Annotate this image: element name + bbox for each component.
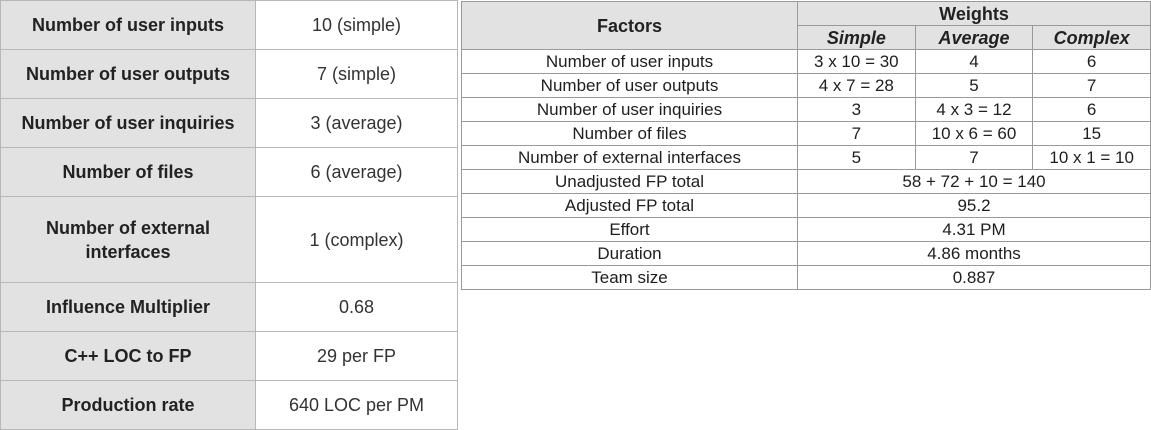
- summary-row: Effort 4.31 PM: [461, 217, 1151, 242]
- parameters-table: Number of user inputs 10 (simple) Number…: [0, 0, 458, 430]
- average-cell: 7: [914, 145, 1034, 170]
- estimation-table: Factors Weights Simple Average Complex N…: [461, 1, 1151, 290]
- factor-cell: Number of user outputs: [461, 73, 798, 98]
- param-name: Number of external interfaces: [0, 196, 256, 283]
- table-row: Number of user inquiries 3 (average): [0, 98, 458, 148]
- complex-cell: 6: [1032, 97, 1151, 122]
- summary-row: Duration 4.86 months: [461, 241, 1151, 266]
- summary-value: 4.31 PM: [797, 217, 1151, 242]
- param-name: Number of files: [0, 147, 256, 197]
- average-cell: 4 x 3 = 12: [914, 97, 1034, 122]
- param-value: 3 (average): [255, 98, 458, 148]
- table-row: Number of user inquiries 3 4 x 3 = 12 6: [461, 97, 1151, 122]
- summary-row: Team size 0.887: [461, 265, 1151, 290]
- average-cell: 10 x 6 = 60: [914, 121, 1034, 146]
- param-name: C++ LOC to FP: [0, 331, 256, 381]
- table-row: Number of user outputs 4 x 7 = 28 5 7: [461, 73, 1151, 98]
- summary-value: 4.86 months: [797, 241, 1151, 266]
- average-cell: 4: [914, 49, 1034, 74]
- complex-cell: 6: [1032, 49, 1151, 74]
- param-value: 6 (average): [255, 147, 458, 197]
- summary-value: 95.2: [797, 193, 1151, 218]
- table-row: Number of files 7 10 x 6 = 60 15: [461, 121, 1151, 146]
- complex-cell: 15: [1032, 121, 1151, 146]
- simple-cell: 5: [797, 145, 916, 170]
- param-name: Number of user inputs: [0, 0, 256, 50]
- param-value: 29 per FP: [255, 331, 458, 381]
- table-row: Number of user inputs 10 (simple): [0, 0, 458, 50]
- table-row: Number of external interfaces 1 (complex…: [0, 196, 458, 283]
- simple-cell: 4 x 7 = 28: [797, 73, 916, 98]
- simple-cell: 7: [797, 121, 916, 146]
- summary-label: Effort: [461, 217, 798, 242]
- subheader-row: Simple Average Complex: [462, 25, 1151, 50]
- summary-label: Duration: [461, 241, 798, 266]
- header-row: Factors Weights: [461, 1, 1151, 50]
- table-row: Number of user outputs 7 (simple): [0, 49, 458, 99]
- simple-header: Simple: [797, 25, 916, 50]
- summary-label: Unadjusted FP total: [461, 169, 798, 194]
- param-value: 640 LOC per PM: [255, 380, 458, 430]
- table-row: Influence Multiplier 0.68: [0, 282, 458, 332]
- table-row: Number of files 6 (average): [0, 147, 458, 197]
- factors-header: Factors: [461, 1, 798, 50]
- param-value: 1 (complex): [255, 196, 458, 283]
- summary-value: 0.887: [797, 265, 1151, 290]
- summary-label: Team size: [461, 265, 798, 290]
- param-name: Influence Multiplier: [0, 282, 256, 332]
- summary-value: 58 + 72 + 10 = 140: [797, 169, 1151, 194]
- factor-cell: Number of user inputs: [461, 49, 798, 74]
- param-name: Number of user inquiries: [0, 98, 256, 148]
- table-row: Production rate 640 LOC per PM: [0, 380, 458, 430]
- complex-header: Complex: [1032, 25, 1151, 50]
- table-row: Number of external interfaces 5 7 10 x 1…: [461, 145, 1151, 170]
- average-cell: 5: [914, 73, 1034, 98]
- factor-cell: Number of user inquiries: [461, 97, 798, 122]
- summary-row: Adjusted FP total 95.2: [461, 193, 1151, 218]
- table-row: C++ LOC to FP 29 per FP: [0, 331, 458, 381]
- weights-header: Weights: [797, 1, 1151, 26]
- param-name: Number of user outputs: [0, 49, 256, 99]
- summary-row: Unadjusted FP total 58 + 72 + 10 = 140: [461, 169, 1151, 194]
- param-name: Production rate: [0, 380, 256, 430]
- complex-cell: 7: [1032, 73, 1151, 98]
- factor-cell: Number of files: [461, 121, 798, 146]
- simple-cell: 3 x 10 = 30: [797, 49, 916, 74]
- summary-label: Adjusted FP total: [461, 193, 798, 218]
- complex-cell: 10 x 1 = 10: [1032, 145, 1151, 170]
- table-row: Number of user inputs 3 x 10 = 30 4 6: [461, 49, 1151, 74]
- param-value: 7 (simple): [255, 49, 458, 99]
- param-value: 10 (simple): [255, 0, 458, 50]
- average-header: Average: [914, 25, 1034, 50]
- param-value: 0.68: [255, 282, 458, 332]
- factor-cell: Number of external interfaces: [461, 145, 798, 170]
- simple-cell: 3: [797, 97, 916, 122]
